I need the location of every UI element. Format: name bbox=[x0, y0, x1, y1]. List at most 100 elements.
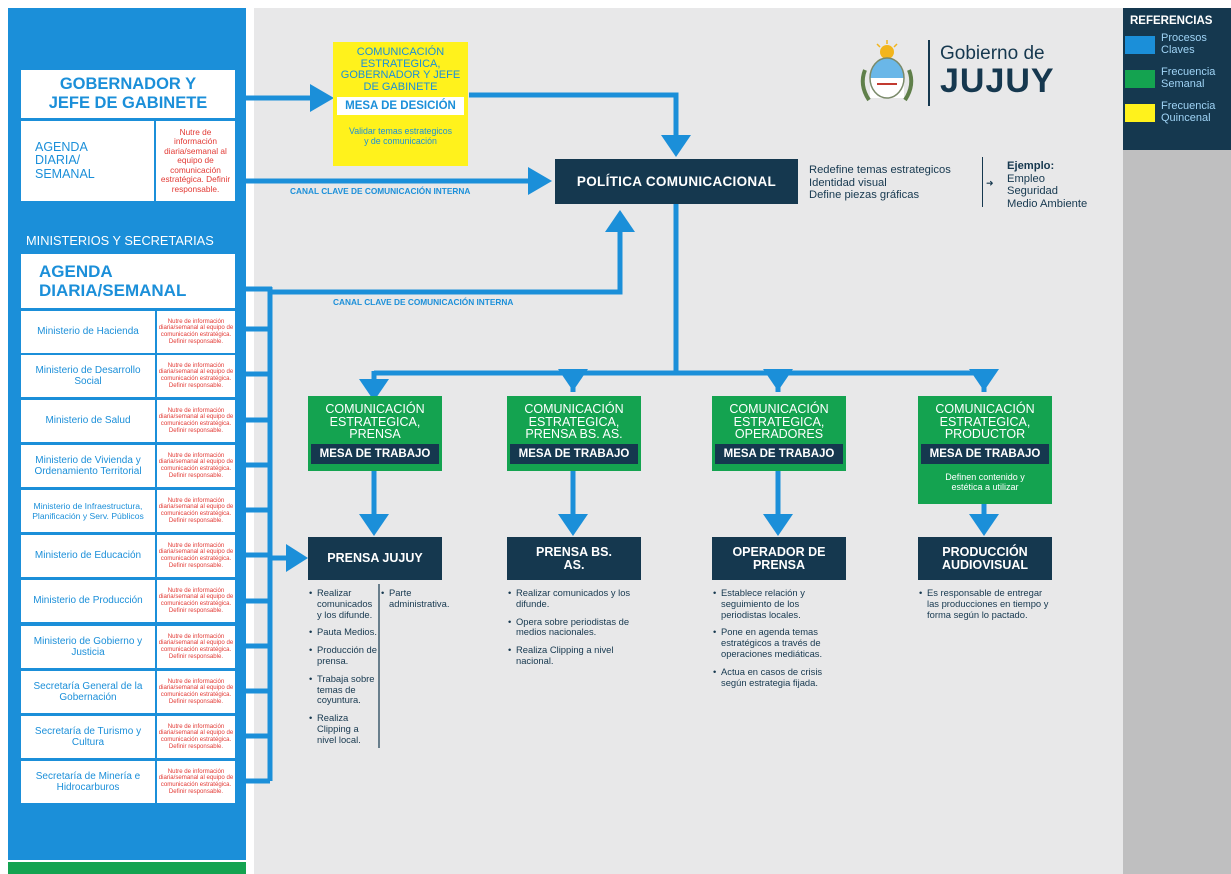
reference-label: Frecuencia Quincenal bbox=[1161, 100, 1216, 124]
output-bullets-1: Realizar comunicados y los difunde. Opera… bbox=[508, 587, 638, 674]
logo-line1: Gobierno de bbox=[940, 43, 1045, 64]
ministry-name-9: Secretaría de Turismo y Cultura bbox=[21, 716, 155, 758]
ejemplo-block: Ejemplo: Empleo Seguridad Medio Ambiente bbox=[1007, 160, 1087, 210]
ministry-name-3: Ministerio de Vivienda y Ordenamiento Te… bbox=[21, 445, 155, 487]
team-title: COMUNICACIÓN ESTRATEGICA, PRODUCTOR bbox=[935, 402, 1035, 441]
ministry-note: Nutre de información diaria/semanal al e… bbox=[158, 361, 234, 389]
reference-label: Frecuencia Semanal bbox=[1161, 66, 1216, 90]
politica-box: POLÍTICA COMUNICACIONAL bbox=[555, 159, 798, 204]
ministry-note-box-4: Nutre de información diaria/semanal al e… bbox=[157, 490, 235, 532]
ejemplo-1: Empleo bbox=[1007, 172, 1045, 185]
agenda-title: AGENDA DIARIA/SEMANAL bbox=[39, 262, 187, 300]
output-title: PRENSA BS. AS. bbox=[536, 544, 612, 572]
reference-swatch bbox=[1125, 70, 1155, 88]
team-box-3: COMUNICACIÓN ESTRATEGICA, PRODUCTOR MESA… bbox=[918, 396, 1052, 504]
canal-label-1: CANAL CLAVE DE COMUNICACIÓN INTERNA bbox=[290, 186, 471, 196]
right-rail bbox=[1123, 8, 1231, 874]
ministry-note: Nutre de información diaria/semanal al e… bbox=[158, 406, 234, 434]
output-box-0: PRENSA JUJUY bbox=[308, 537, 442, 580]
output-box-1: PRENSA BS. AS. bbox=[507, 537, 641, 580]
ministry-note-box-8: Nutre de información diaria/semanal al e… bbox=[157, 671, 235, 713]
bullet-item: Pauta Medios. bbox=[309, 627, 379, 638]
team-mesa: MESA DE TRABAJO bbox=[510, 444, 638, 464]
bullet-item: Realizar comunicados y los difunde. bbox=[508, 587, 638, 610]
governor-title: GOBERNADOR Y JEFE DE GABINETE bbox=[48, 75, 208, 112]
ministries-header: MINISTERIOS Y SECRETARIAS bbox=[26, 233, 214, 248]
politica-redefine-2: Identidad visual bbox=[809, 176, 887, 189]
output-title: OPERADOR DE PRENSA bbox=[732, 544, 826, 572]
ministry-name-1: Ministerio de Desarrollo Social bbox=[21, 355, 155, 397]
reference-swatch bbox=[1125, 36, 1155, 54]
team-mesa: MESA DE TRABAJO bbox=[921, 444, 1049, 464]
bullet-item: Realizar comunicados y los difunde. bbox=[309, 587, 379, 620]
reference-label: Procesos Claves bbox=[1161, 32, 1207, 56]
ejemplo-arrow-icon: ➜ bbox=[986, 178, 994, 188]
politica-redefine: Redefine temas estrategicos Identidad vi… bbox=[809, 164, 951, 202]
ministry-note: Nutre de información diaria/semanal al e… bbox=[158, 586, 234, 614]
reference-item-1: Frecuencia Semanal bbox=[1125, 66, 1231, 90]
ministry-name-6: Ministerio de Producción bbox=[21, 580, 155, 622]
ministry-name-7: Ministerio de Gobierno y Justicia bbox=[21, 626, 155, 668]
governor-note-box: Nutre de información diaria/semanal al e… bbox=[156, 121, 235, 201]
ministry-note-box-6: Nutre de información diaria/semanal al e… bbox=[157, 580, 235, 622]
bullet-item: Actua en casos de crisis según estrategi… bbox=[713, 666, 843, 689]
bullet-item: Trabaja sobre temas de coyuntura. bbox=[309, 673, 379, 706]
politica-title: POLÍTICA COMUNICACIONAL bbox=[576, 174, 777, 189]
bullet-item: Establece relación y seguimiento de los … bbox=[713, 587, 843, 620]
governor-note: Nutre de información diaria/semanal al e… bbox=[160, 127, 231, 194]
reference-item-2: Frecuencia Quincenal bbox=[1125, 100, 1231, 124]
ministry-note: Nutre de información diaria/semanal al e… bbox=[158, 677, 234, 705]
bullet-item: Pone en agenda temas estratégicos a trav… bbox=[713, 626, 843, 659]
logo-divider bbox=[928, 40, 930, 106]
output-bullets-2: Establece relación y seguimiento de los … bbox=[713, 587, 843, 695]
ejemplo-2: Seguridad bbox=[1007, 185, 1059, 198]
team-mesa: MESA DE TRABAJO bbox=[715, 444, 843, 464]
logo-line2: JUJUY bbox=[940, 62, 1055, 100]
ministry-name-8: Secretaría General de la Gobernación bbox=[21, 671, 155, 713]
output-title: PRENSA JUJUY bbox=[327, 551, 423, 565]
output-bullets-3: Es responsable de entregar las produccio… bbox=[919, 587, 1049, 627]
agenda-title-box: AGENDA DIARIA/SEMANAL bbox=[21, 254, 235, 308]
ministry-name-10: Secretaría de Minería e Hidrocarburos bbox=[21, 761, 155, 803]
bullet-item: Opera sobre periodistas de medios nacion… bbox=[508, 616, 638, 639]
output-box-3: PRODUCCIÓN AUDIOVISUAL bbox=[918, 537, 1052, 580]
ministry-note: Nutre de información diaria/semanal al e… bbox=[158, 722, 234, 750]
bullet-item: Realiza Clipping a nivel local. bbox=[309, 712, 379, 745]
team-box-0: COMUNICACIÓN ESTRATEGICA, PRENSA MESA DE… bbox=[308, 396, 442, 471]
ejemplo-title: Ejemplo: bbox=[1007, 160, 1055, 172]
reference-item-0: Procesos Claves bbox=[1125, 32, 1231, 56]
bullet-item: Realiza Clipping a nivel nacional. bbox=[508, 644, 638, 667]
ministry-note: Nutre de información diaria/semanal al e… bbox=[158, 632, 234, 660]
canal-label-2: CANAL CLAVE DE COMUNICACIÓN INTERNA bbox=[333, 297, 514, 307]
ministry-note: Nutre de información diaria/semanal al e… bbox=[158, 317, 234, 345]
output-bullets-extra-0: Parte administrativa. bbox=[381, 587, 449, 617]
team-box-1: COMUNICACIÓN ESTRATEGICA, PRENSA BS. AS.… bbox=[507, 396, 641, 471]
decision-box: COMUNICACIÓN ESTRATEGICA, GOBERNADOR Y J… bbox=[333, 42, 468, 166]
ministry-name-4: Ministerio de Infraestructura, Planifica… bbox=[21, 490, 155, 532]
ministry-note: Nutre de información diaria/semanal al e… bbox=[158, 541, 234, 569]
ministry-note-box-0: Nutre de información diaria/semanal al e… bbox=[157, 311, 235, 353]
output-bullets-0: Realizar comunicados y los difunde. Pauta… bbox=[309, 587, 379, 753]
logo-text: Gobierno de JUJUY bbox=[940, 43, 1055, 100]
left-panel-footer bbox=[8, 862, 246, 874]
governor-agenda-box: AGENDA DIARIA/ SEMANAL bbox=[21, 121, 154, 201]
decision-title: COMUNICACIÓN ESTRATEGICA, GOBERNADOR Y J… bbox=[340, 46, 461, 93]
team-mesa: MESA DE TRABAJO bbox=[311, 444, 439, 464]
ministry-note-box-9: Nutre de información diaria/semanal al e… bbox=[157, 716, 235, 758]
decision-sub: Validar temas estrategicos y de comunica… bbox=[348, 126, 452, 146]
team-box-2: COMUNICACIÓN ESTRATEGICA, OPERADORES MES… bbox=[712, 396, 846, 471]
bullet-item: Parte administrativa. bbox=[381, 587, 449, 610]
coat-of-arms-icon bbox=[855, 40, 919, 106]
decision-mesa: MESA DE DESICIÓN bbox=[337, 97, 464, 115]
ministry-name-2: Ministerio de Salud bbox=[21, 400, 155, 442]
reference-swatch bbox=[1125, 104, 1155, 122]
ministry-note: Nutre de información diaria/semanal al e… bbox=[158, 451, 234, 479]
ministry-name-0: Ministerio de Hacienda bbox=[21, 311, 155, 353]
ministry-name-5: Ministerio de Educación bbox=[21, 535, 155, 577]
bullet-item: Producción de prensa. bbox=[309, 644, 379, 667]
arrow-yellow-to-politica bbox=[469, 92, 679, 137]
ministry-note-box-3: Nutre de información diaria/semanal al e… bbox=[157, 445, 235, 487]
ministry-note: Nutre de información diaria/semanal al e… bbox=[158, 496, 234, 524]
